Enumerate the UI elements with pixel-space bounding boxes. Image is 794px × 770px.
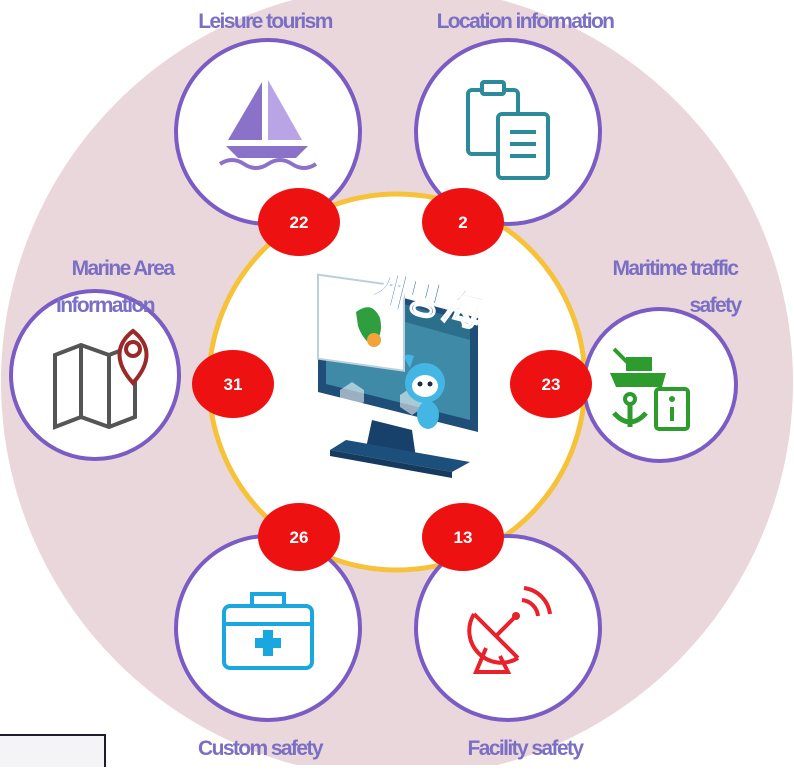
badge-count: 26 [290, 528, 309, 547]
sailboat-icon [218, 80, 318, 170]
label-line-1: Maritime traffic [612, 257, 740, 280]
badge-shape [258, 503, 340, 571]
node-circle [174, 534, 362, 722]
badge-shape [258, 188, 340, 256]
badge-shape [510, 350, 592, 418]
badge-facility: 13 [422, 503, 504, 571]
badge-location: 2 [422, 188, 504, 256]
badge-shape [422, 503, 504, 571]
node-marine [9, 289, 181, 461]
badge-count: 31 [224, 375, 243, 394]
label-leisure-tourism: Leisure tourism [198, 10, 333, 33]
label-line-1: Marine Area [71, 257, 175, 280]
node-location [414, 38, 602, 226]
map-pin-icon [53, 328, 149, 430]
label-custom-safety: Custom safety [198, 737, 324, 760]
first-aid-kit-icon [222, 592, 314, 670]
satellite-dish-icon [467, 586, 552, 674]
badge-leisure: 22 [258, 188, 340, 256]
badge-traffic: 23 [510, 350, 592, 418]
label-line-2: safety [689, 294, 742, 317]
monitor-illustration [317, 273, 478, 478]
node-custom [174, 534, 362, 722]
node-leisure [174, 38, 362, 226]
badge-count: 23 [542, 375, 561, 394]
corner-tab [0, 734, 106, 767]
badge-shape [422, 188, 504, 256]
node-facility [414, 534, 602, 722]
label-location-information: Location information [436, 10, 615, 33]
badge-marine: 31 [192, 350, 274, 418]
node-traffic [582, 307, 738, 463]
badge-shape [192, 350, 274, 418]
badge-count: 2 [458, 213, 467, 232]
label-line-2: Information [56, 294, 155, 317]
label-marine-area-information: Marine Area Information [10, 250, 210, 324]
clipboard-icon [466, 80, 550, 180]
badge-count: 13 [454, 528, 473, 547]
label-facility-safety: Facility safety [467, 737, 585, 760]
ship-anchor-info-icon [610, 347, 690, 431]
node-circle [414, 534, 602, 722]
badge-count: 22 [290, 213, 309, 232]
label-maritime-traffic-safety: Maritime traffic safety [560, 250, 790, 324]
badge-custom: 26 [258, 503, 340, 571]
